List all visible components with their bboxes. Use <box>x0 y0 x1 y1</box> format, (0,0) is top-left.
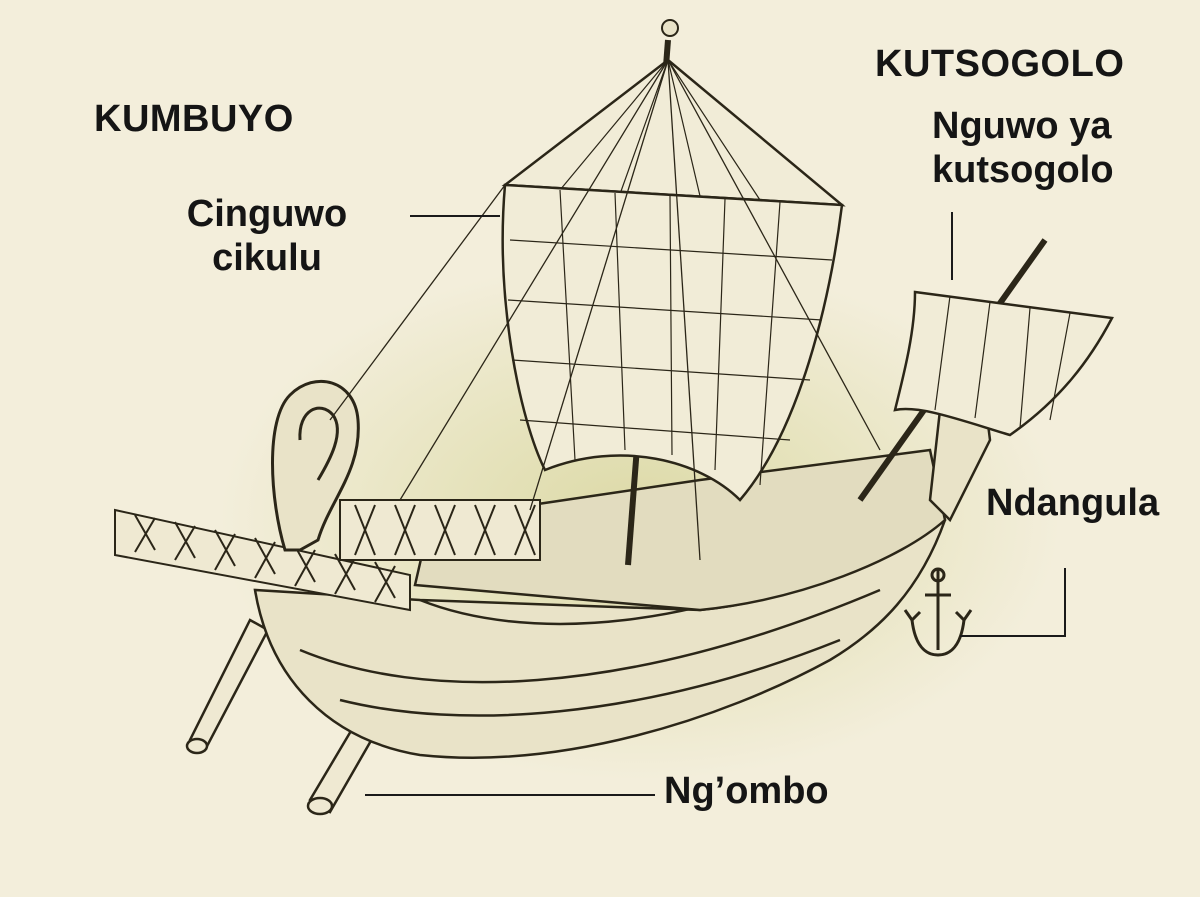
mainsail-label: Cinguwo cikulu <box>174 193 360 280</box>
mainsail-label-line1: Cinguwo <box>186 193 348 235</box>
anchor <box>903 567 973 657</box>
rigging <box>329 59 881 561</box>
foresail-label-line1: Nguwo ya <box>932 105 1112 147</box>
foresail-label-line2: kutsogolo <box>932 148 1114 191</box>
foresail-label: Nguwo ya kutsogolo <box>932 105 1114 192</box>
anchor-label: Ndangula <box>986 482 1160 524</box>
oar-label: Ng’ombo <box>664 770 829 812</box>
mainsail-label-line2: cikulu <box>212 236 322 279</box>
foresail <box>857 238 1114 502</box>
hull <box>253 398 992 759</box>
stern-heading: KUTSOGOLO <box>875 43 1125 85</box>
bow-heading: KUMBUYO <box>94 98 294 140</box>
railing <box>114 499 541 612</box>
anchor-leader <box>960 568 1066 637</box>
topsail <box>501 58 846 207</box>
callout-lines <box>365 212 1066 796</box>
mainsail <box>501 183 844 502</box>
